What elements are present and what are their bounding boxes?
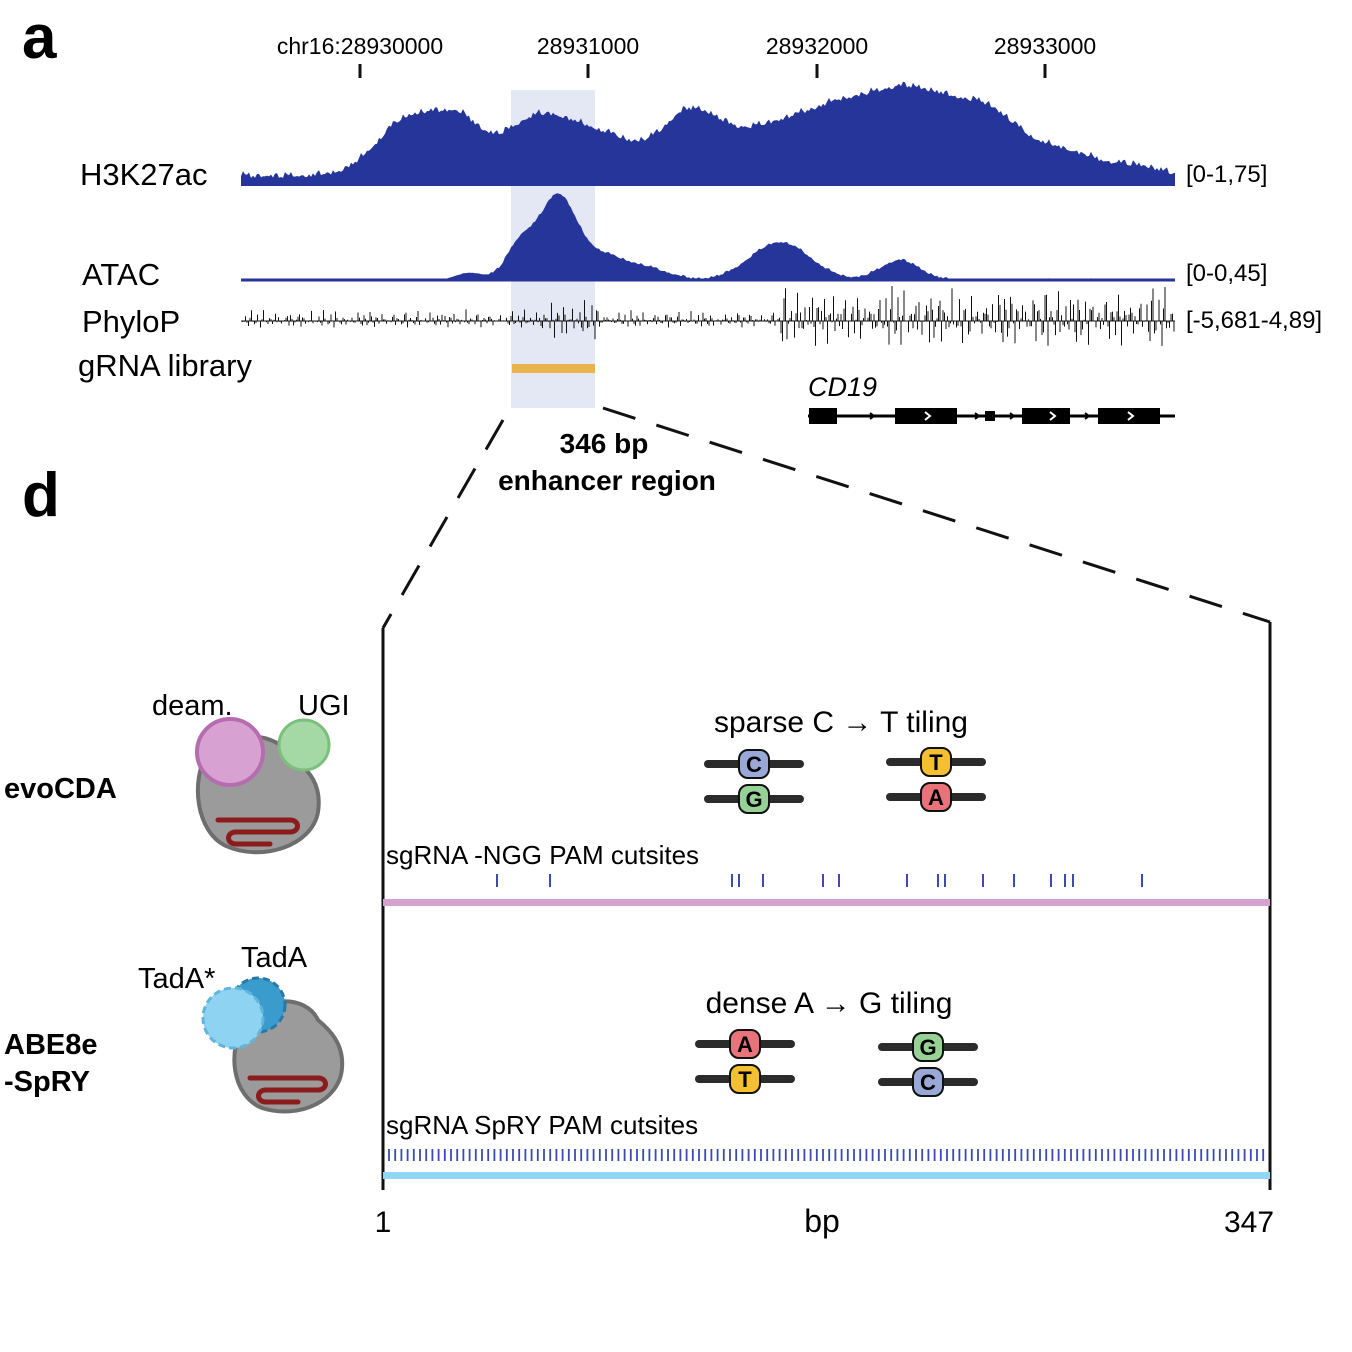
coord-label-4: 28933000 [994,33,1096,59]
gene-name-cd19: CD19 [808,372,877,402]
nucleotide-letter: A [737,1032,753,1057]
nucleotide-letter: T [929,750,943,775]
editor-name-abe-line1: ABE8e [4,1029,98,1061]
track-range-h3k27ac: [0-1,75] [1186,161,1267,188]
editor-name-abe-line2: -SpRY [4,1066,90,1098]
track-range-atac: [0-0,45] [1186,260,1267,287]
grna-library-bar [512,364,595,373]
axis-start-label: 1 [375,1206,392,1239]
nucleotide-A [920,782,952,812]
h3k27ac-signal [241,81,1175,186]
phylop-signal [241,286,1175,346]
axis-unit-label: bp [804,1203,840,1239]
tiling-label-abe: dense A → G tiling [706,987,953,1020]
guide-rna-icon [247,1075,328,1105]
spry-cutsite-ticks [388,1149,1265,1161]
panel-label-d: d [22,461,60,530]
evocda-protein-illustration [195,717,331,855]
guide-rna-icon [215,817,300,847]
nucleotide-letter: A [928,785,944,810]
track-label-grna: gRNA library [78,348,252,383]
zoom-line-right [602,406,1271,624]
domain-label-deam: deam. [152,690,233,722]
editor-name-evocda: evoCDA [4,773,117,805]
nucleotide-T [920,747,952,777]
domain-label-ugi: UGI [298,690,350,722]
coord-label-1: chr16:28930000 [277,33,443,59]
coord-label-3: 28932000 [766,33,868,59]
cd19-gene-model [808,408,1175,424]
track-label-phylop: PhyloP [82,304,180,339]
base-pair-after: GC [878,1032,978,1097]
nucleotide-G [912,1032,944,1062]
nucleotide-letter: T [738,1067,752,1092]
nucleotide-T [729,1064,761,1094]
base-pair-diagram-abe: AT GC [695,1029,978,1097]
track-label-h3k27ac: H3K27ac [80,157,208,192]
base-pair-before: CG [704,749,804,814]
nucleotide-letter: G [745,787,762,812]
axis-end-label: 347 [1224,1206,1274,1239]
cutsite-label-spry: sgRNA SpRY PAM cutsites [386,1110,698,1140]
base-pair-before: AT [695,1029,795,1094]
nucleotide-letter: C [746,752,762,777]
base-pair-diagram-evocda: CG TA [704,747,986,814]
domain-label-tada: TadA [241,942,308,974]
coordinate-axis: chr16:28930000 28931000 28932000 2893300… [277,33,1096,78]
atac-signal [241,193,1175,281]
track-label-atac: ATAC [82,257,160,292]
enhancer-bar-abe [383,1172,1270,1179]
nucleotide-C [738,749,770,779]
deaminase-domain [195,717,265,787]
base-pair-after: TA [886,747,986,812]
track-range-phylop: [-5,681-4,89] [1186,307,1322,334]
nucleotide-letter: C [920,1070,936,1095]
coord-label-2: 28931000 [537,33,639,59]
tiling-label-evocda: sparse C → T tiling [714,706,968,739]
tada-star-domain [201,986,265,1050]
cutsite-label-ngg: sgRNA -NGG PAM cutsites [386,840,699,870]
ngg-cutsite-ticks [496,874,1143,887]
region-size-label: 346 bp [560,428,649,459]
nucleotide-C [912,1067,944,1097]
zoom-line-left [381,419,505,629]
region-name-label: enhancer region [498,465,716,496]
nucleotide-G [738,784,770,814]
abe-protein-illustration [201,976,345,1114]
nucleotide-letter: G [919,1035,936,1060]
nucleotide-A [729,1029,761,1059]
ugi-domain [277,718,331,772]
enhancer-bar-evocda [383,899,1270,906]
domain-label-tada-star: TadA* [138,963,215,995]
panel-label-a: a [22,3,57,72]
